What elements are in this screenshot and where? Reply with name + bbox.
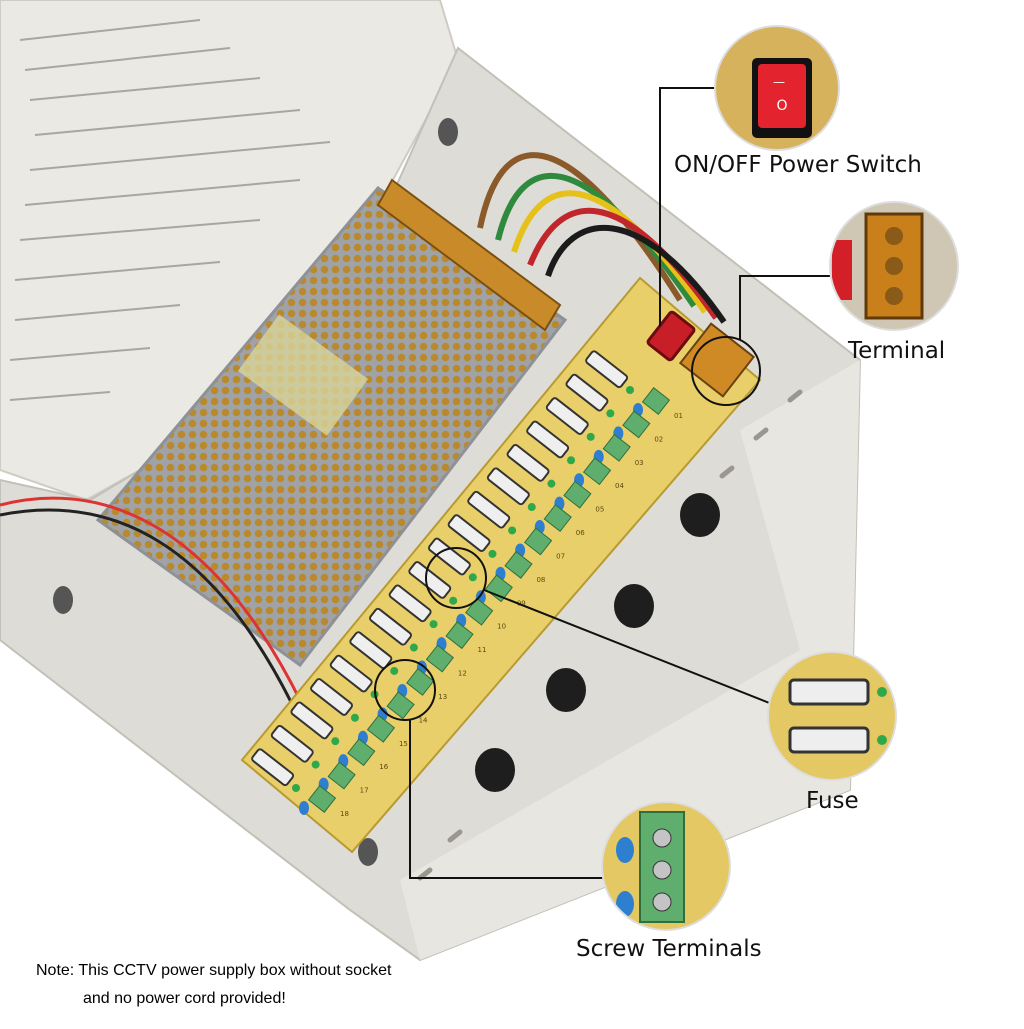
terminal-inset bbox=[829, 201, 959, 331]
input-terminal-block bbox=[678, 322, 756, 398]
callout-label-screw-terminals: Screw Terminals bbox=[576, 936, 762, 962]
enclosure-lid bbox=[0, 0, 460, 502]
fuse bbox=[408, 561, 458, 605]
screw-terminal bbox=[613, 410, 651, 441]
knockout-hole bbox=[546, 668, 586, 712]
fuse bbox=[565, 373, 615, 418]
switch-off-mark: O bbox=[776, 98, 787, 114]
channel-label: 13 bbox=[438, 693, 447, 701]
distribution-pcb: 01 02 03 04 05 06 07 08 09 10 11 12 13 14 15 16 17 18 bbox=[240, 276, 762, 854]
fuse bbox=[251, 748, 300, 792]
channel-label: 14 bbox=[419, 716, 428, 724]
fuse bbox=[545, 397, 595, 441]
callout-leaders bbox=[374, 87, 830, 879]
knockout-hole bbox=[614, 584, 654, 628]
note-line-2: and no power cord provided! bbox=[83, 990, 286, 1007]
fuse bbox=[467, 490, 517, 535]
psu-label bbox=[237, 314, 369, 436]
fuse bbox=[486, 467, 536, 512]
channel-label: 11 bbox=[478, 646, 487, 654]
fuse bbox=[526, 420, 576, 465]
channel-label: 07 bbox=[556, 552, 565, 560]
callout-label-switch: ON/OFF Power Switch bbox=[674, 152, 922, 178]
channel-label: 04 bbox=[615, 482, 624, 490]
fuse bbox=[506, 444, 556, 488]
screw-terminal-row: 01 02 03 04 05 06 07 08 09 10 11 12 13 14 15 16 17 18 bbox=[299, 387, 683, 818]
knockout-hole bbox=[680, 493, 720, 537]
on-off-switch bbox=[646, 310, 696, 362]
fuse-inset bbox=[767, 651, 897, 781]
screw-terminal bbox=[299, 785, 337, 815]
channel-label: 12 bbox=[458, 670, 467, 678]
vent-slots bbox=[417, 389, 803, 881]
knockout-hole bbox=[475, 748, 515, 792]
note-line-1: Note: This CCTV power supply box without… bbox=[36, 962, 392, 979]
fuse bbox=[310, 678, 359, 722]
channel-label: 09 bbox=[517, 599, 526, 607]
keyhole bbox=[438, 118, 458, 146]
lid-label-text-lines bbox=[9, 19, 331, 401]
dc-wires bbox=[477, 152, 727, 324]
fuse bbox=[369, 607, 418, 652]
channel-label: 01 bbox=[674, 412, 683, 420]
screw-terminals-inset bbox=[601, 801, 731, 931]
channel-label: 03 bbox=[635, 459, 644, 467]
fuse bbox=[447, 514, 497, 558]
switch-inset: — O bbox=[714, 25, 840, 151]
callout-label-fuse: Fuse bbox=[806, 788, 859, 814]
channel-label: 16 bbox=[379, 763, 388, 771]
channel-label: 15 bbox=[399, 740, 408, 748]
fuse bbox=[388, 584, 438, 629]
channel-label: 17 bbox=[360, 787, 369, 795]
keyhole bbox=[358, 838, 378, 866]
channel-label: 06 bbox=[576, 529, 585, 537]
channel-label: 18 bbox=[340, 810, 349, 818]
switch-on-mark: — bbox=[773, 75, 785, 89]
psu-terminal-block bbox=[376, 178, 562, 332]
fuse bbox=[349, 631, 399, 675]
ac-wires bbox=[0, 496, 302, 705]
power-supply-unit bbox=[95, 178, 568, 668]
keyhole bbox=[53, 586, 73, 614]
callout-label-terminal: Terminal bbox=[848, 338, 946, 364]
enclosure-body bbox=[0, 46, 862, 962]
channel-label: 10 bbox=[497, 623, 506, 631]
fuse bbox=[428, 537, 477, 582]
fuse bbox=[290, 701, 340, 746]
fuse-row bbox=[251, 350, 634, 792]
channel-label: 02 bbox=[654, 435, 663, 443]
fuse bbox=[585, 350, 634, 394]
channel-label: 08 bbox=[536, 576, 545, 584]
fuse bbox=[270, 724, 320, 769]
channel-label: 05 bbox=[595, 506, 604, 514]
